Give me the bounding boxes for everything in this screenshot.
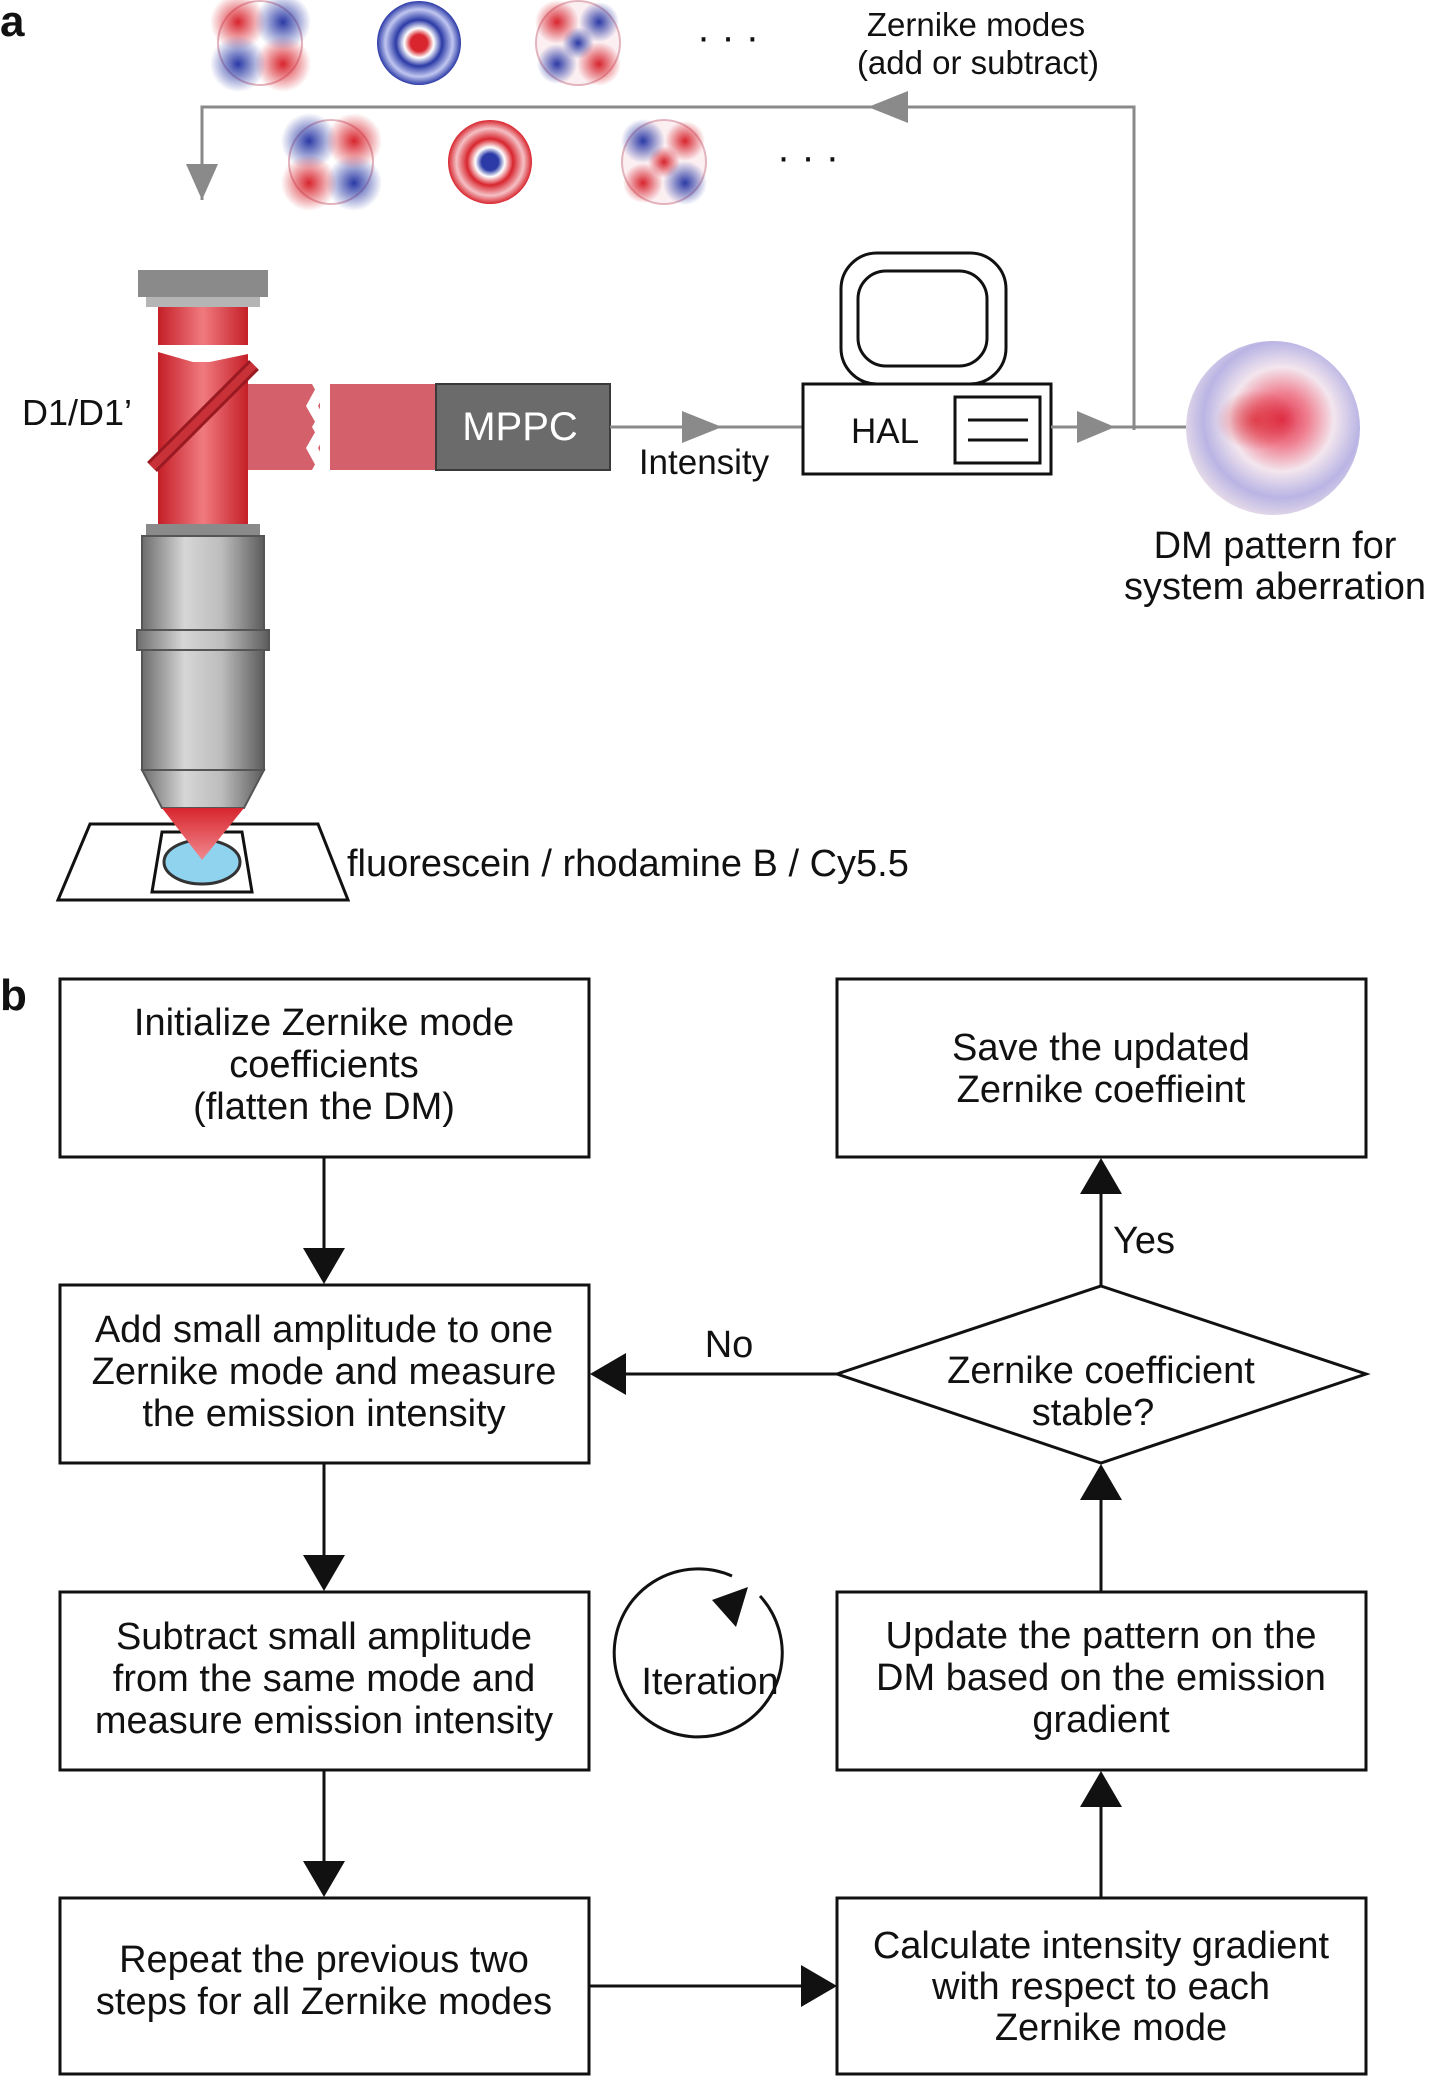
step-text: DM based on the emission — [876, 1657, 1326, 1699]
arrowhead — [186, 164, 218, 200]
iteration-arc — [612, 1567, 784, 1739]
arrowhead — [590, 1353, 626, 1395]
zernike-modes-caption-2: (add or subtract) — [857, 44, 1099, 81]
panel-a-label: a — [0, 0, 25, 46]
step-text: with respect to each — [931, 1966, 1270, 2008]
arrowhead — [1080, 1158, 1122, 1194]
decision-text: Zernike coefficient — [947, 1350, 1255, 1392]
emission-beam — [248, 384, 436, 470]
step-text: Zernike mode — [995, 2007, 1227, 2049]
arrowhead — [1080, 1771, 1122, 1807]
sample-label: fluorescein / rhodamine B / Cy5.5 — [347, 843, 909, 885]
arrowhead — [303, 1861, 345, 1897]
arrowhead — [801, 1965, 837, 2007]
dichroic-mirror — [147, 360, 259, 472]
zernike-modes-caption: Zernike modes — [867, 6, 1085, 43]
more-modes-ellipsis: · · · — [697, 15, 759, 59]
zernike-mode-icon — [377, 1, 461, 85]
iteration-label: Iteration — [641, 1661, 778, 1703]
intensity-label: Intensity — [639, 443, 770, 482]
feedback-loop — [186, 91, 1136, 430]
iteration-cycle: Iteration — [612, 1567, 784, 1739]
decision-stable: Zernike coefficient stable? — [832, 1284, 1371, 1465]
zernike-mode-row-1: · · · — [210, 0, 759, 92]
step-text: Save the updated — [952, 1027, 1250, 1069]
decision-text: stable? — [1032, 1392, 1155, 1434]
step-text: measure emission intensity — [95, 1700, 553, 1742]
arrowhead — [303, 1555, 345, 1591]
step-text: (flatten the DM) — [193, 1086, 455, 1128]
add-amplitude-step: Add small amplitude to one Zernike mode … — [58, 1283, 591, 1465]
sample-stage — [55, 808, 351, 902]
step-text: Zernike coeffieint — [957, 1069, 1246, 1111]
objective-lens — [136, 524, 270, 809]
arrowhead — [712, 1587, 748, 1627]
arrowhead — [303, 1248, 345, 1284]
step-text: Initialize Zernike mode — [134, 1002, 514, 1044]
dm-pattern-caption: DM pattern for — [1154, 525, 1397, 567]
arrowhead — [1080, 1464, 1122, 1500]
step-text: Subtract small amplitude — [116, 1616, 532, 1658]
dm-pattern-caption-2: system aberration — [1124, 566, 1426, 608]
flow-arrows — [303, 1157, 1122, 2007]
zernike-mode-icon — [448, 120, 532, 204]
tube-lens — [138, 270, 268, 307]
dm-pattern — [1186, 341, 1360, 515]
step-text: from the same mode and — [113, 1658, 535, 1700]
dichroic-label: D1/D1’ — [22, 392, 132, 433]
zernike-mode-icon — [535, 0, 621, 86]
arrowhead — [1077, 411, 1115, 443]
update-pattern-step: Update the pattern on the DM based on th… — [835, 1590, 1368, 1772]
zernike-mode-icon — [281, 113, 382, 211]
zernike-mode-row-2: · · · — [281, 113, 839, 211]
repeat-step: Repeat the previous two steps for all Ze… — [58, 1896, 591, 2076]
subtract-amplitude-step: Subtract small amplitude from the same m… — [58, 1590, 591, 1772]
arrowhead — [868, 91, 908, 123]
step-text: Calculate intensity gradient — [873, 1925, 1330, 1967]
step-text: the emission intensity — [142, 1393, 505, 1435]
step-text: coefficients — [229, 1044, 418, 1086]
computer-hal: HAL — [801, 251, 1053, 476]
yes-label: Yes — [1113, 1220, 1175, 1262]
hal-label: HAL — [851, 412, 919, 451]
calculate-gradient-step: Calculate intensity gradient with respec… — [835, 1896, 1368, 2076]
more-modes-ellipsis-2: · · · — [777, 135, 839, 179]
arrowhead — [682, 411, 722, 443]
initialize-step: Initialize Zernike mode coefficients (fl… — [58, 977, 591, 1159]
step-text: Add small amplitude to one — [95, 1309, 553, 1351]
step-text: Update the pattern on the — [886, 1615, 1317, 1657]
step-text: Zernike mode and measure — [92, 1351, 557, 1393]
save-step: Save the updated Zernike coeffieint — [835, 977, 1368, 1159]
mppc-label: MPPC — [462, 405, 578, 449]
mppc-detector: MPPC — [435, 383, 611, 471]
step-text: steps for all Zernike modes — [96, 1981, 552, 2023]
zernike-mode-icon — [210, 0, 311, 92]
step-text: gradient — [1032, 1699, 1170, 1741]
panel-b-label: b — [0, 971, 27, 1020]
zernike-mode-icon — [621, 119, 707, 205]
step-text: Repeat the previous two — [119, 1939, 529, 1981]
no-label: No — [705, 1324, 754, 1366]
